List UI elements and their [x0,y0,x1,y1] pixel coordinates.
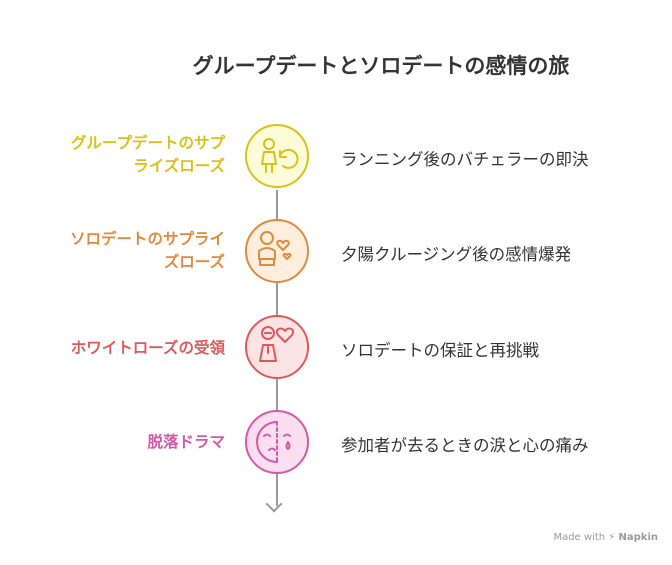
diagram-title: グループデートとソロデートの感情の旅 [192,54,570,78]
step-3-right-label: ソロデートの保証と再挑戦 [341,341,539,360]
step-2-right-label: 夕陽クルージング後の感情爆発 [341,245,572,264]
step-1-right-label: ランニング後のバチェラーの即決 [341,150,589,169]
footer-attribution: Made with ⚡ Napkin [553,532,658,543]
timeline-arrow-icon [265,495,283,513]
step-3-left-label: ホワイトローズの受領 [70,339,225,357]
step-1-left-label: グループデートのサプ ライズローズ [70,134,225,175]
person-heart-icon [259,326,295,362]
step-4-circle [245,410,309,474]
step-2-circle [245,219,309,283]
crying-face-icon [256,421,291,463]
person-refresh-icon [261,138,299,173]
step-4-right-label: 参加者が去るときの涙と心の痛み [341,436,589,455]
step-2-left-label: ソロデートのサプライ ズローズ [69,230,225,271]
step-4-left-label: 脱落ドラマ [147,433,225,451]
napkin-logo-icon: ⚡ [608,532,616,543]
step-1-circle [245,124,309,188]
footer-brand: Napkin [618,532,658,543]
step-3-circle [245,315,309,379]
person-hearts-icon [258,231,292,266]
footer-made-with: Made with [553,532,606,543]
